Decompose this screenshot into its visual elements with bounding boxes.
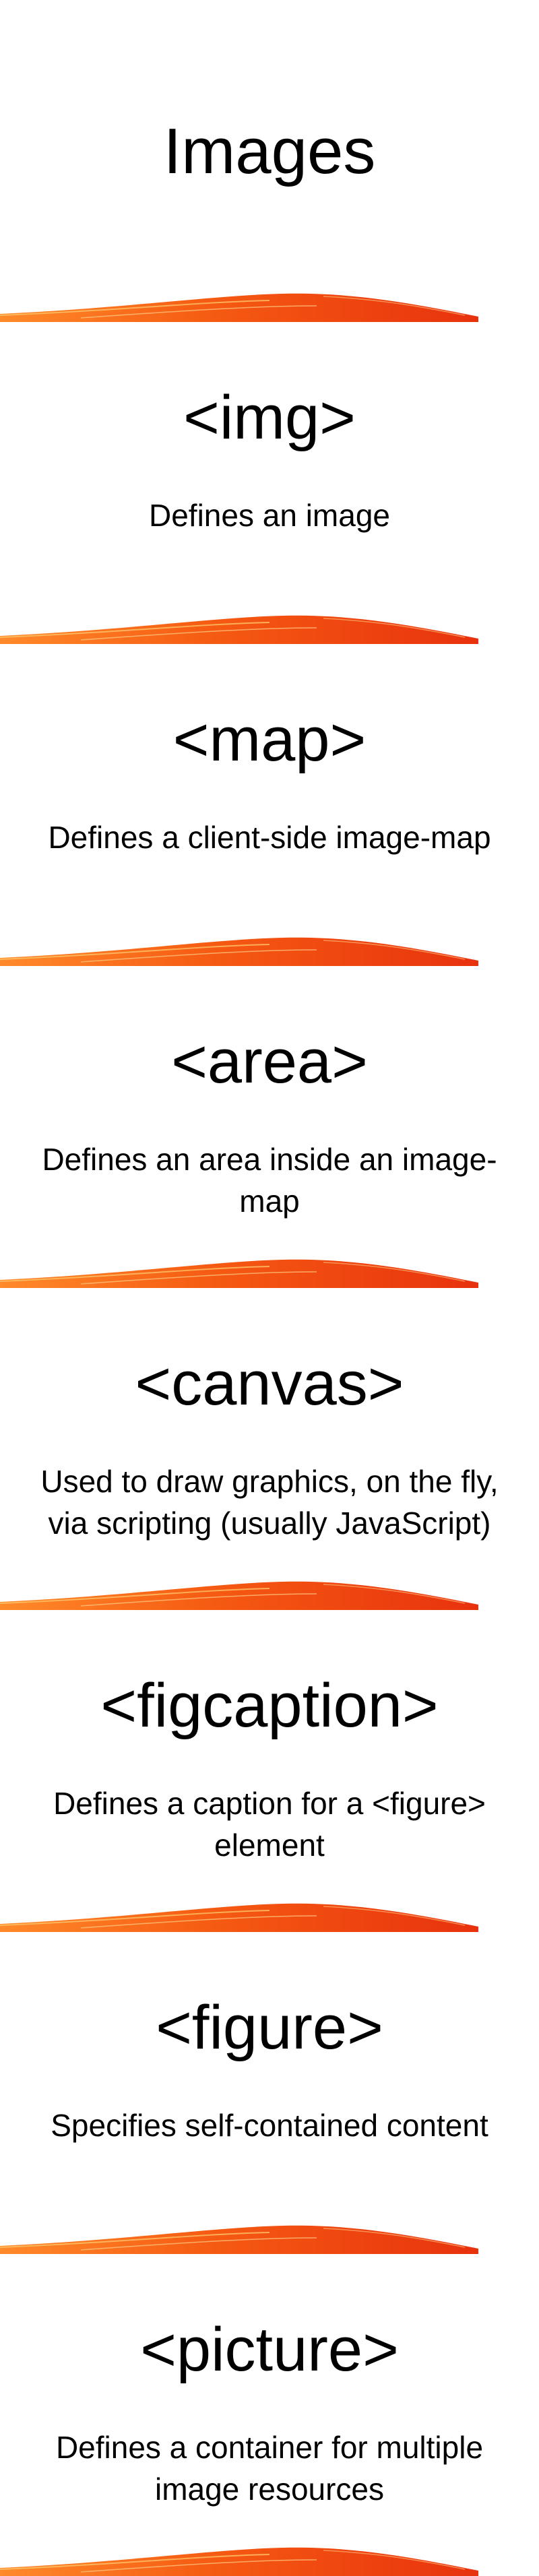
orange-wave-decoration [0, 1903, 478, 1932]
slide-tag-title: <map> [172, 705, 367, 774]
orange-wave-decoration [0, 1581, 478, 1610]
orange-wave-decoration [0, 293, 478, 322]
slide-canvas: <canvas> Used to draw graphics, on the f… [0, 1288, 539, 1610]
slide-title-heading: Images [163, 115, 376, 187]
slide-figcaption: <figcaption> Defines a caption for a <fi… [0, 1610, 539, 1932]
slide-tag-title: <area> [171, 1027, 368, 1096]
slide-tag-title: <img> [183, 383, 356, 452]
slide-description: Defines a container for multiple image r… [55, 2430, 484, 2507]
orange-wave-decoration [0, 1259, 478, 1288]
slide-area: <area> Defines an area inside an image-m… [0, 966, 539, 1288]
slide-figure: <figure> Specifies self-contained conten… [0, 1932, 539, 2254]
slide-img: <img> Defines an image [0, 322, 539, 644]
slide-tag-title: <picture> [140, 2315, 399, 2384]
slide-title: Images [0, 0, 539, 322]
slide-description: Defines a caption for a <figure> element [53, 1786, 486, 1863]
slide-map: <map> Defines a client-side image-map [0, 644, 539, 966]
orange-wave-decoration [0, 615, 478, 644]
slide-tag-title: <figure> [156, 1993, 383, 2062]
slide-description: Specifies self-contained content [51, 2108, 488, 2143]
slide-description: Used to draw graphics, on the fly, via s… [40, 1464, 499, 1541]
slide-description: Defines an area inside an image-map [42, 1142, 497, 1219]
slide-description: Defines a client-side image-map [48, 820, 491, 855]
slide-description: Defines an image [149, 498, 390, 533]
orange-wave-decoration [0, 2225, 478, 2254]
slide-picture: <picture> Defines a container for multip… [0, 2254, 539, 2576]
slide-tag-title: <figcaption> [100, 1671, 439, 1740]
slide-tag-title: <canvas> [135, 1349, 404, 1418]
orange-wave-decoration [0, 937, 478, 966]
orange-wave-decoration [0, 2547, 478, 2576]
